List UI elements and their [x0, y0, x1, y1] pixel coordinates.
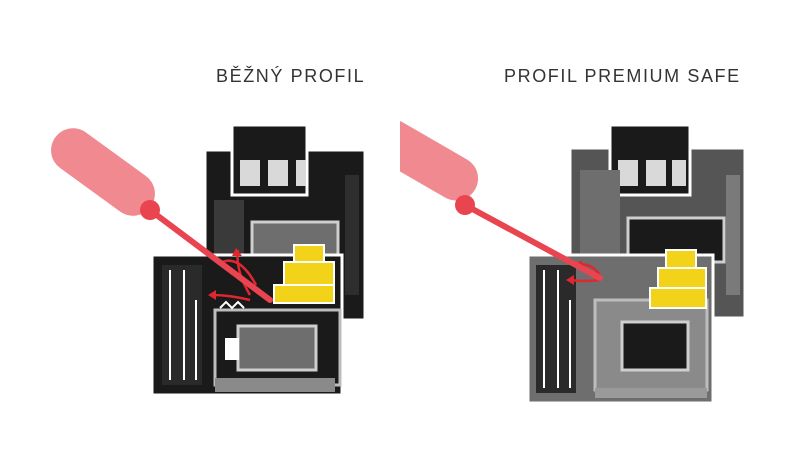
- standard-profile-label: BĚŽNÝ PROFIL: [216, 66, 366, 86]
- locking-hardware-icon: [273, 244, 335, 304]
- standard-profile-panel: BĚŽNÝ PROFIL: [51, 66, 367, 397]
- force-arrows: [208, 248, 258, 302]
- locking-hardware-icon: [649, 249, 707, 309]
- frame-profile: [150, 253, 344, 397]
- premium-safe-profile-panel: PROFIL PREMIUM SAFE: [400, 0, 800, 474]
- premium-safe-cross-section: [400, 119, 747, 405]
- standard-profile-cross-section: [51, 123, 367, 397]
- screwdriver-icon: [400, 119, 603, 281]
- premium-safe-profile-label: PROFIL PREMIUM SAFE: [504, 66, 741, 86]
- screwdriver-icon: [51, 128, 273, 303]
- broken-seal-icon: [219, 300, 245, 310]
